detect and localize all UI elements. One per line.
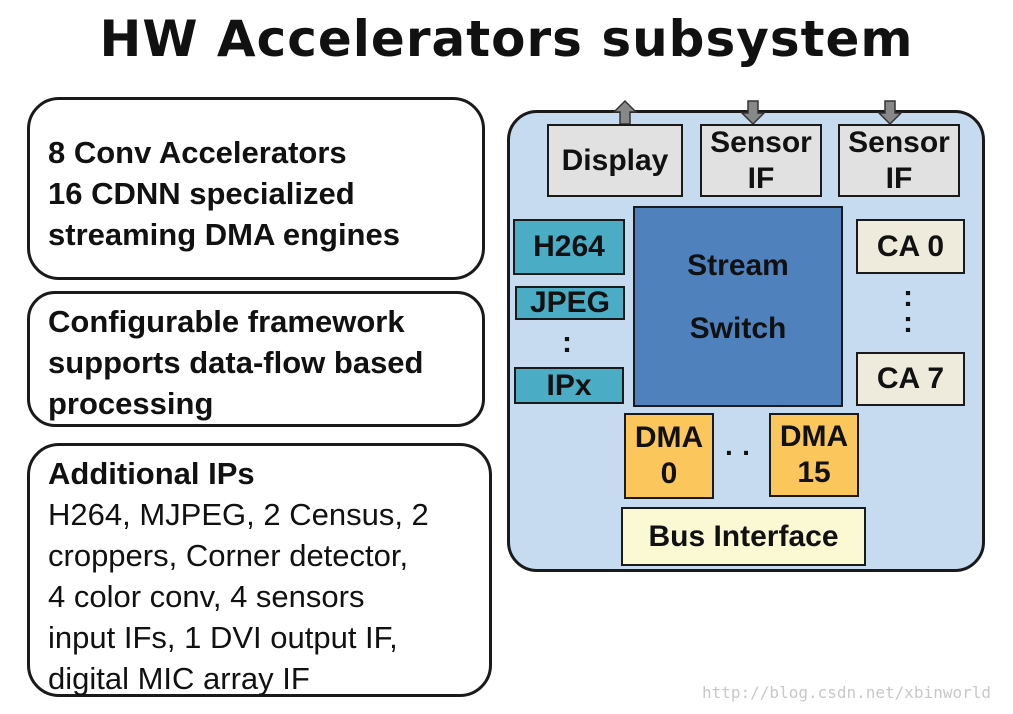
additional-ips-line-2: croppers, Corner detector, bbox=[48, 538, 409, 573]
h264-label: H264 bbox=[533, 230, 605, 263]
ca7-label: CA 7 bbox=[876, 362, 945, 395]
ca7-block: CA 7 bbox=[856, 352, 965, 406]
sensor-1-input-arrow bbox=[740, 100, 766, 126]
dma15-block: DMA 15 bbox=[769, 413, 859, 497]
additional-ips-line-1: H264, MJPEG, 2 Census, 2 bbox=[48, 497, 429, 532]
sensor-if-2-block: Sensor IF bbox=[838, 124, 960, 197]
ip-ellipsis: : bbox=[562, 326, 572, 359]
watermark: http://blog.csdn.net/xbinworld bbox=[702, 683, 991, 702]
bus-interface-block: Bus Interface bbox=[621, 507, 866, 566]
dma0-block: DMA 0 bbox=[624, 413, 714, 499]
jpeg-label: JPEG bbox=[529, 286, 611, 319]
sensor-if-1-line1: Sensor bbox=[710, 125, 812, 159]
ca-ellipsis-1: : bbox=[903, 280, 913, 313]
conv-accelerators-box: 8 Conv Accelerators 16 CDNN specialized … bbox=[27, 97, 485, 280]
sensor-if-2-line2: IF bbox=[885, 161, 913, 195]
ca0-block: CA 0 bbox=[856, 219, 965, 274]
configurable-framework-box: Configurable framework supports data-flo… bbox=[27, 291, 485, 427]
bus-interface-label: Bus Interface bbox=[648, 519, 839, 553]
dma0-line1: DMA bbox=[634, 421, 704, 454]
dma-ellipsis: · · bbox=[725, 437, 752, 468]
sensor-if-1-block: Sensor IF bbox=[700, 124, 822, 197]
box1-line-3: streaming DMA engines bbox=[48, 217, 400, 252]
box2-line-1: Configurable framework bbox=[48, 304, 405, 339]
dma0-line2: 0 bbox=[660, 457, 678, 490]
ipx-block: IPx bbox=[514, 367, 624, 404]
display-label: Display bbox=[561, 143, 669, 177]
additional-ips-line-3: 4 color conv, 4 sensors bbox=[48, 579, 365, 614]
h264-block: H264 bbox=[513, 219, 625, 275]
additional-ips-box: Additional IPs H264, MJPEG, 2 Census, 2 … bbox=[27, 443, 492, 697]
box1-line-1: 8 Conv Accelerators bbox=[48, 135, 347, 170]
dma15-line2: 15 bbox=[797, 456, 831, 489]
ipx-label: IPx bbox=[546, 368, 592, 402]
jpeg-block: JPEG bbox=[515, 286, 625, 320]
display-block: Display bbox=[547, 124, 683, 197]
stream-switch-block: Stream Switch bbox=[633, 206, 843, 407]
display-output-arrow bbox=[612, 99, 638, 125]
sensor-2-input-arrow bbox=[877, 100, 903, 126]
dma15-line1: DMA bbox=[779, 420, 849, 453]
sensor-if-2-line1: Sensor bbox=[848, 125, 950, 159]
stream-switch-line1: Stream bbox=[687, 249, 789, 282]
ca-ellipsis-2: : bbox=[903, 306, 913, 339]
additional-ips-line-5: digital MIC array IF bbox=[48, 661, 310, 696]
additional-ips-line-4: input IFs, 1 DVI output IF, bbox=[48, 620, 398, 655]
ca0-label: CA 0 bbox=[876, 229, 945, 263]
page-title: HW Accelerators subsystem bbox=[99, 10, 914, 68]
box2-line-3: processing bbox=[48, 386, 214, 421]
additional-ips-heading: Additional IPs bbox=[48, 456, 255, 491]
sensor-if-1-line2: IF bbox=[747, 161, 775, 195]
box1-line-2: 16 CDNN specialized bbox=[48, 176, 355, 211]
stream-switch-line2: Switch bbox=[689, 312, 787, 345]
box2-line-2: supports data-flow based bbox=[48, 345, 424, 380]
